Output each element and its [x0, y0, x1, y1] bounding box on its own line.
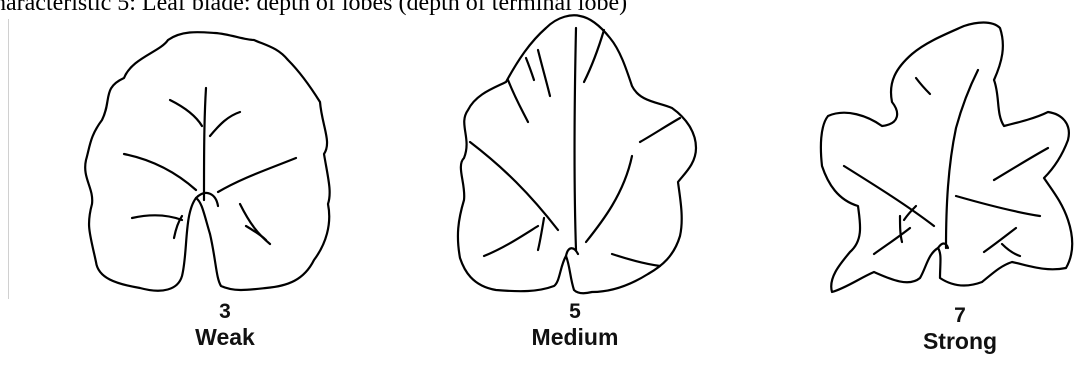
leaf-medium-illustration: [434, 10, 704, 300]
leaf-number: 7: [900, 304, 1020, 328]
frame-border: [8, 19, 9, 299]
leaf-number: 5: [510, 300, 640, 324]
leaf-caption-weak: 3 Weak: [165, 300, 285, 351]
leaf-label: Weak: [165, 324, 285, 351]
leaf-caption-strong: 7 Strong: [900, 304, 1020, 355]
leaf-caption-medium: 5 Medium: [510, 300, 640, 351]
leaf-label: Strong: [900, 328, 1020, 355]
leaf-strong-illustration: [816, 16, 1086, 306]
leaf-weak-illustration: [70, 28, 380, 308]
leaf-number: 3: [165, 300, 285, 324]
leaf-label: Medium: [510, 324, 640, 351]
